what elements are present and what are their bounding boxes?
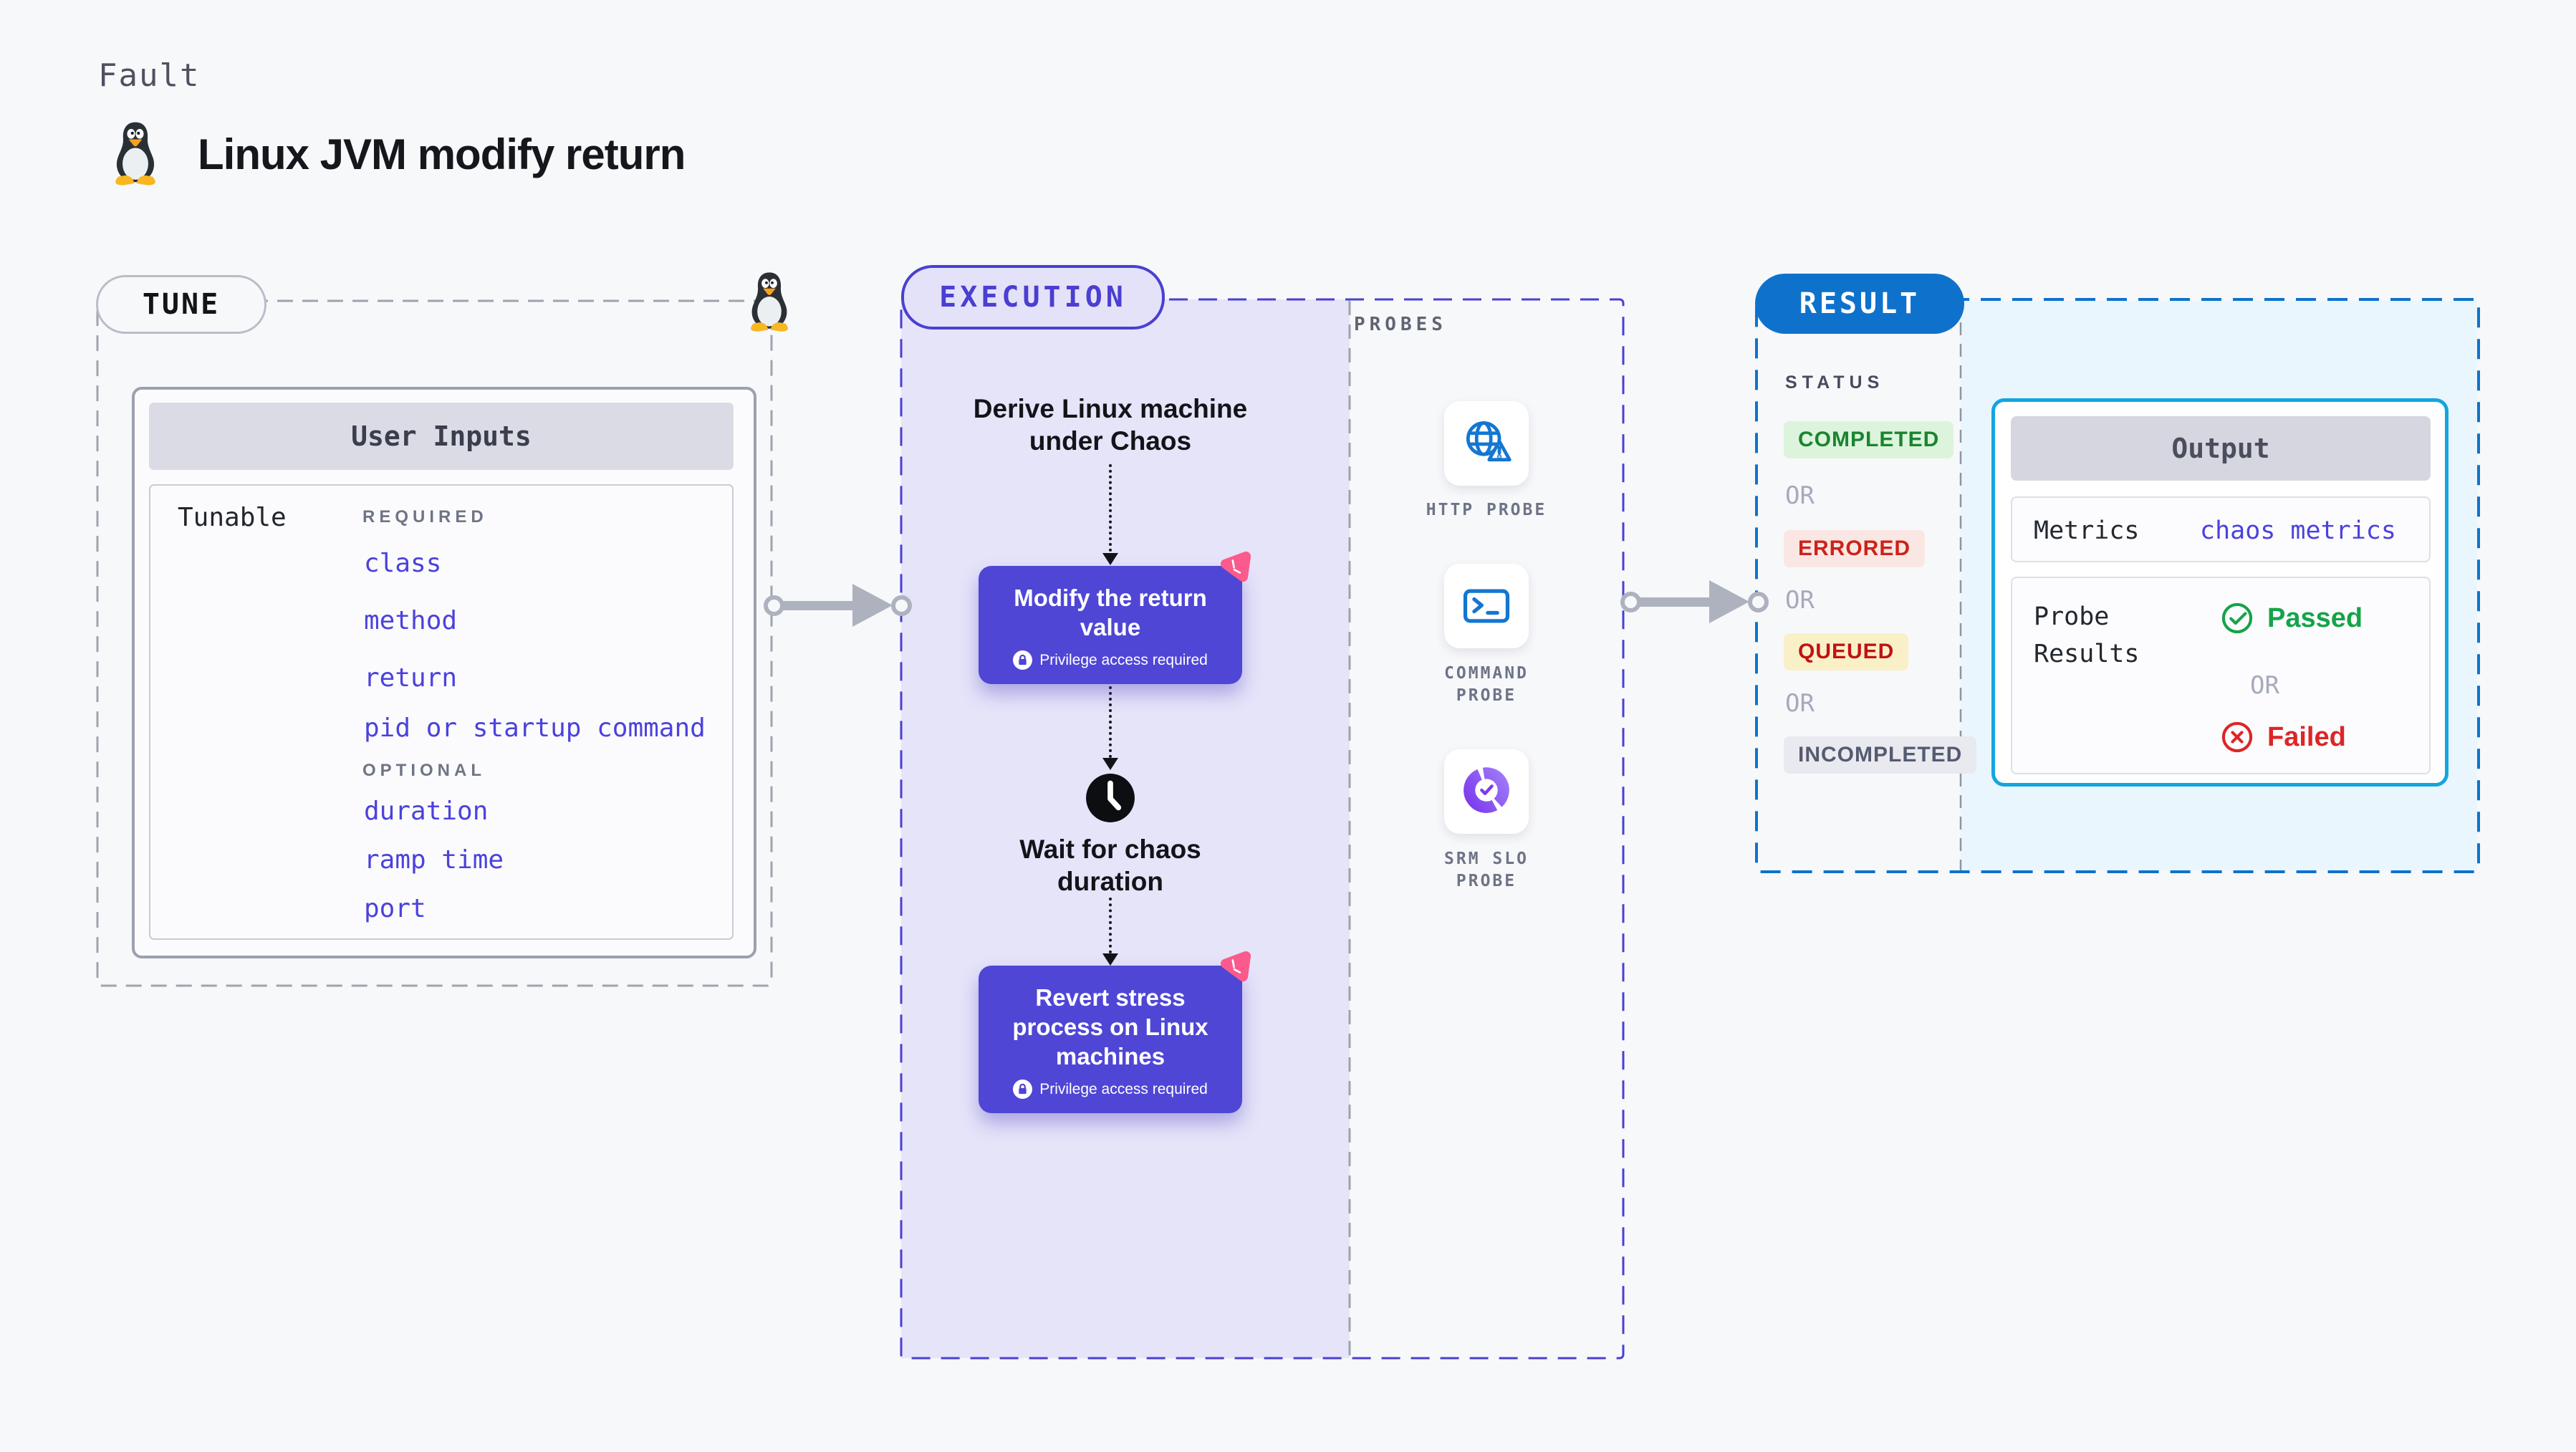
output-title: Output	[2171, 433, 2270, 464]
user-inputs-title: User Inputs	[351, 420, 532, 452]
required-group-label: REQUIRED	[362, 507, 488, 527]
command-probe-label: COMMAND PROBE	[1444, 664, 1529, 705]
tunable-link-class[interactable]: class	[364, 549, 442, 578]
output-header: Output	[2011, 416, 2431, 481]
result-box-border	[1755, 298, 2480, 873]
probe-results-label: Probe Results	[2034, 602, 2140, 668]
or-label: OR	[2250, 671, 2279, 700]
passed-text: Passed	[2267, 602, 2363, 633]
status-column-label: STATUS	[1785, 372, 1885, 393]
or-label: OR	[1785, 481, 1815, 510]
tunable-link-method[interactable]: method	[364, 606, 458, 635]
flow-connector	[1109, 898, 1112, 953]
srm-slo-probe-label: SRM SLO PROBE	[1444, 850, 1529, 890]
metrics-row: Metrics chaos metrics	[2011, 496, 2431, 562]
flow-arrowhead	[1102, 953, 1118, 966]
tunable-link-pid[interactable]: pid or startup command	[364, 713, 706, 743]
tunable-link-port[interactable]: port	[364, 894, 426, 923]
derive-step-text: Derive Linux machine under Chaos	[973, 394, 1248, 456]
result-section-label: RESULT	[1799, 287, 1921, 320]
modify-return-node[interactable]: Modify the return value Privilege access…	[979, 566, 1242, 684]
failed-text: Failed	[2267, 721, 2346, 752]
status-badge-incompleted: INCOMPLETED	[1784, 736, 1977, 774]
http-probe-card[interactable]	[1444, 401, 1529, 486]
execution-to-result-arrow	[1620, 573, 1769, 630]
optional-group-label: OPTIONAL	[362, 761, 486, 780]
status-badge-queued: QUEUED	[1784, 633, 1909, 670]
user-inputs-header: User Inputs	[149, 403, 734, 470]
execution-section-pill: EXECUTION	[901, 265, 1165, 330]
probes-column-label: PROBES	[1354, 314, 1447, 335]
or-label: OR	[1785, 689, 1815, 718]
execution-flow-background	[901, 299, 1350, 1358]
tunable-link-ramptime[interactable]: ramp time	[364, 845, 504, 875]
chaos-fault-icon	[1212, 543, 1256, 587]
execution-section-label: EXECUTION	[939, 281, 1127, 314]
tune-section-label: TUNE	[142, 288, 221, 321]
status-badge-completed: COMPLETED	[1784, 421, 1954, 458]
metrics-value-link[interactable]: chaos metrics	[2200, 516, 2396, 545]
revert-stress-node[interactable]: Revert stress process on Linux machines …	[979, 966, 1242, 1113]
fault-kicker: Fault	[98, 57, 201, 94]
tux-penguin-corner-icon	[741, 271, 798, 334]
title-row: Linux JVM modify return	[105, 120, 686, 188]
flow-connector	[1109, 686, 1112, 758]
tune-section-pill: TUNE	[96, 275, 266, 334]
user-inputs-card: User Inputs Tunable REQUIRED class metho…	[132, 387, 756, 958]
result-section-pill: RESULT	[1755, 274, 1964, 334]
slo-gauge-icon	[1459, 764, 1514, 819]
wait-step-text: Wait for chaos duration	[1019, 835, 1201, 896]
tunable-row-label: Tunable	[178, 503, 287, 532]
status-badge-errored: ERRORED	[1784, 530, 1926, 567]
lock-icon	[1013, 650, 1033, 670]
chaos-fault-icon	[1212, 943, 1256, 987]
http-probe-label: HTTP PROBE	[1426, 501, 1547, 519]
failed-row: Failed	[2220, 720, 2346, 754]
privilege-badge-text: Privilege access required	[1039, 1080, 1208, 1097]
privilege-badge: Privilege access required	[997, 1080, 1224, 1099]
tunable-link-return[interactable]: return	[364, 663, 458, 693]
flow-arrowhead	[1102, 553, 1118, 565]
revert-stress-node-label: Revert stress process on Linux machines	[1012, 984, 1208, 1069]
lock-icon	[1013, 1080, 1033, 1099]
page-title: Linux JVM modify return	[198, 130, 686, 178]
passed-row: Passed	[2220, 601, 2363, 635]
tune-to-execution-arrow	[764, 577, 912, 634]
command-probe-card[interactable]	[1444, 564, 1529, 648]
check-circle-icon	[2220, 601, 2254, 635]
privilege-badge: Privilege access required	[997, 650, 1224, 670]
x-circle-icon	[2220, 720, 2254, 754]
tunable-link-duration[interactable]: duration	[364, 797, 489, 826]
tux-penguin-icon	[105, 120, 166, 188]
execution-box-border	[900, 298, 1625, 1360]
or-label: OR	[1785, 586, 1815, 615]
metrics-label: Metrics	[2034, 516, 2140, 545]
tunable-list: Tunable REQUIRED class method return pid…	[149, 484, 734, 940]
terminal-icon	[1459, 579, 1514, 633]
srm-slo-probe-card[interactable]	[1444, 749, 1529, 834]
flow-connector	[1109, 464, 1112, 552]
probe-results-row: Probe Results Passed OR Failed	[2011, 577, 2431, 774]
flow-arrowhead	[1102, 758, 1118, 770]
output-card: Output Metrics chaos metrics Probe Resul…	[1991, 398, 2448, 787]
modify-return-node-label: Modify the return value	[1014, 585, 1207, 640]
privilege-badge-text: Privilege access required	[1039, 651, 1208, 668]
tune-box-border	[96, 299, 773, 987]
wait-clock-icon	[1085, 772, 1136, 824]
globe-alert-icon	[1459, 416, 1514, 471]
